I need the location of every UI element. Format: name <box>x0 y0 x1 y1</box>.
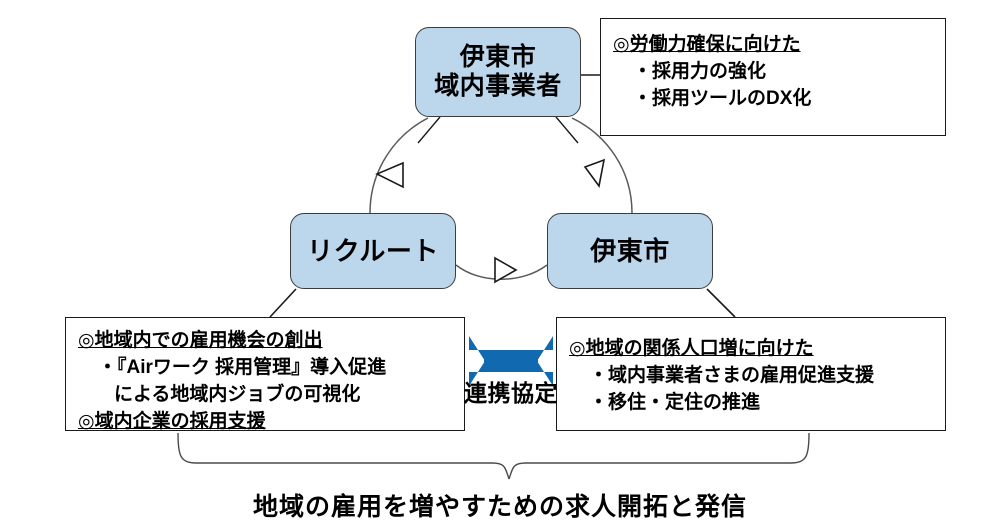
textbox-bullet: ・域内事業者さまの雇用促進支援 <box>589 364 875 386</box>
connector-topnode-right-leg <box>555 116 579 144</box>
textbox-local-employment-creation: ◎地域内での雇用機会の創出 ・『Airワーク 採用管理』導入促進 による地域内ジ… <box>65 317 465 432</box>
cycle-arrowhead-bottom <box>494 256 518 284</box>
connector-recruit-to-bottomleft-box <box>269 288 297 318</box>
textbox-workforce-securing: ◎労働力確保に向けた ・採用力の強化 ・採用ツールのDX化 <box>600 18 946 136</box>
node-label-line-1: リクルート <box>307 235 439 266</box>
node-recruit[interactable]: リクルート <box>290 213 456 289</box>
node-label-line-1: 伊東市 <box>459 42 537 71</box>
bottom-caption: 地域の雇用を増やすための求人開拓と発信 <box>252 493 747 521</box>
connector-topnode-left-leg <box>417 116 441 144</box>
connector-itocity-to-bottomright-box <box>706 288 736 318</box>
cycle-arrowhead-left <box>375 161 404 189</box>
node-ito-city-businesses[interactable]: 伊東市 域内事業者 <box>415 27 581 117</box>
node-ito-city[interactable]: 伊東市 <box>547 213 713 289</box>
textbox-bullet: ・『Airワーク 採用管理』導入促進 <box>98 356 387 378</box>
textbox-bullet: ・採用力の強化 <box>633 60 767 82</box>
textbox-heading: ◎地域の関係人口増に向けた <box>569 338 814 359</box>
node-label-line-1: 伊東市 <box>590 235 670 266</box>
bottom-brace <box>177 432 810 480</box>
textbox-bullet: ・採用ツールのDX化 <box>633 87 812 109</box>
textbox-heading-2: ◎域内企業の採用支援 <box>78 410 266 432</box>
cycle-arc-left <box>369 117 429 214</box>
linkage-agreement-label: 連携協定 <box>464 380 558 406</box>
cycle-arc-bottom <box>455 264 548 280</box>
textbox-bullet: ・移住・定住の推進 <box>589 391 761 413</box>
cycle-arrowhead-right <box>583 158 606 188</box>
textbox-heading: ◎労働力確保に向けた <box>613 34 801 55</box>
textbox-bullet-continuation: による地域内ジョブの可視化 <box>114 383 361 405</box>
textbox-related-population-increase: ◎地域の関係人口増に向けた ・域内事業者さまの雇用促進支援 ・移住・定住の推進 <box>556 317 946 431</box>
textbox-heading: ◎地域内での雇用機会の創出 <box>78 330 323 351</box>
node-label-line-2: 域内事業者 <box>434 72 562 100</box>
